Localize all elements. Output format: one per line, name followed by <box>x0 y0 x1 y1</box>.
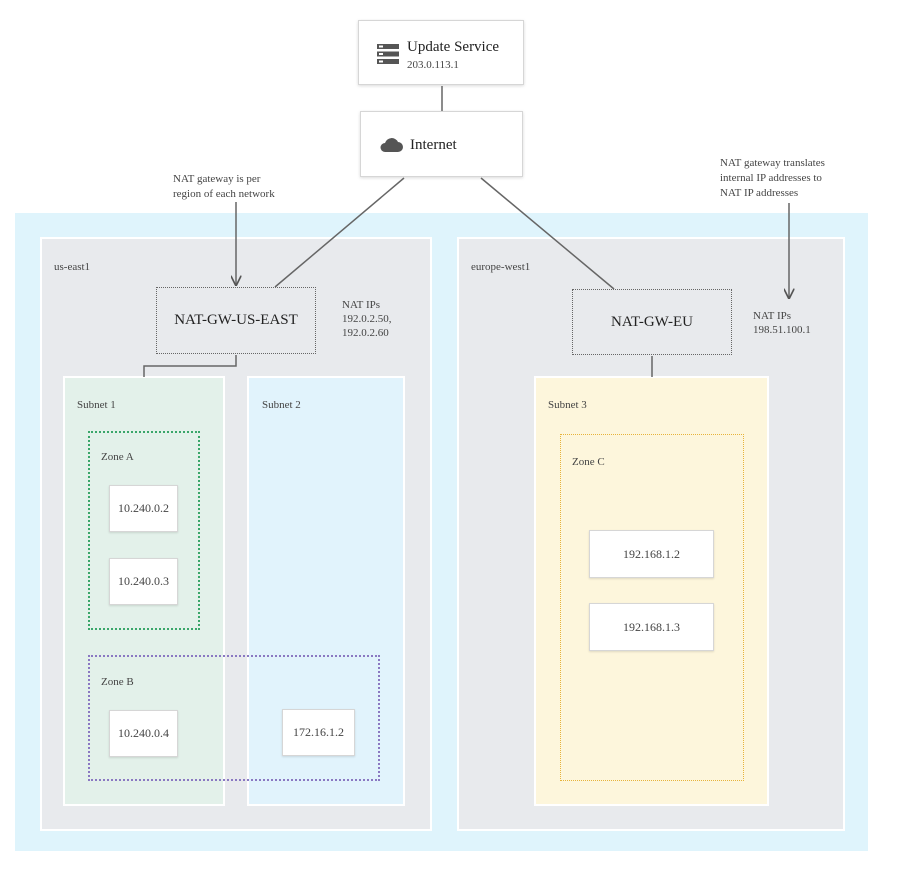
zone-label: Zone A <box>101 451 134 463</box>
server-icon <box>377 44 399 69</box>
note-translates-line: internal IP addresses to <box>720 172 822 184</box>
update-service-ip: 203.0.113.1 <box>407 59 459 71</box>
zone-b: Zone B <box>88 655 380 781</box>
zone-label: Zone C <box>572 456 605 468</box>
nat-gateway-us-east: NAT-GW-US-EAST <box>156 287 316 354</box>
note-per-region: NAT gateway is per region of each networ… <box>173 172 275 202</box>
vm-instance: 10.240.0.3 <box>109 558 178 605</box>
zone-label: Zone B <box>101 676 134 688</box>
nat-ip: 192.0.2.50, <box>342 313 392 325</box>
note-per-region-line: NAT gateway is per <box>173 173 261 185</box>
vm-instance: 10.240.0.4 <box>109 710 178 757</box>
zone-c: Zone C <box>560 434 744 781</box>
note-translates: NAT gateway translates internal IP addre… <box>720 156 825 201</box>
link-internet-nat-us <box>274 177 405 288</box>
nat-ips-eu: NAT IPs 198.51.100.1 <box>753 309 811 337</box>
region-label: europe-west1 <box>471 261 531 273</box>
vm-instance: 172.16.1.2 <box>282 709 355 756</box>
internet-node: Internet <box>360 111 523 177</box>
update-service-title: Update Service <box>407 39 500 55</box>
subnet-label: Subnet 1 <box>77 399 116 411</box>
update-service-node: Update Service 203.0.113.1 <box>358 20 524 85</box>
link-nat-us-subnet1 <box>143 355 237 377</box>
nat-ip: 192.0.2.60 <box>342 327 389 339</box>
vm-instance: 10.240.0.2 <box>109 485 178 532</box>
vm-instance: 192.168.1.3 <box>589 603 714 651</box>
link-internet-nat-eu <box>480 177 615 290</box>
zone-a: Zone A <box>88 431 200 630</box>
nat-ip: 198.51.100.1 <box>753 324 811 336</box>
note-translates-line: NAT gateway translates <box>720 157 825 169</box>
note-per-region-line: region of each network <box>173 188 275 200</box>
nat-ips-label: NAT IPs <box>342 299 381 311</box>
subnet-label: Subnet 3 <box>548 399 587 411</box>
region-label: us-east1 <box>54 261 91 273</box>
nat-ips-us-east: NAT IPs 192.0.2.50, 192.0.2.60 <box>342 298 392 340</box>
note-translates-line: NAT IP addresses <box>720 187 799 199</box>
subnet-label: Subnet 2 <box>262 399 301 411</box>
vm-instance: 192.168.1.2 <box>589 530 714 578</box>
internet-title: Internet <box>410 137 457 153</box>
nat-ips-label: NAT IPs <box>753 310 792 322</box>
cloud-icon <box>379 138 403 157</box>
nat-gateway-eu: NAT-GW-EU <box>572 289 732 355</box>
